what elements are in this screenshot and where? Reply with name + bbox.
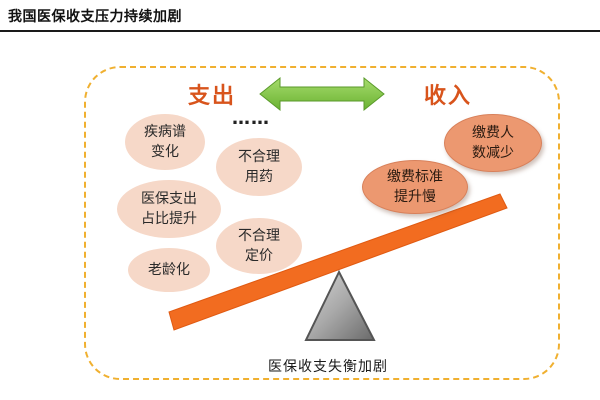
header-divider: [0, 30, 600, 32]
expense-label: 支出: [188, 83, 237, 109]
factor-bubble-expense-share: 医保支出 占比提升: [117, 180, 221, 238]
factor-bubble-slow-contribution-rise: 缴费标准 提升慢: [362, 160, 468, 214]
factor-bubble-irrational-drug-use: 不合理 用药: [216, 138, 302, 196]
factor-label: 医保支出 占比提升: [141, 191, 197, 227]
double-headed-arrow-icon: [259, 76, 385, 112]
more-factors-ellipsis: ……: [232, 108, 270, 129]
page-title: 我国医保收支压力持续加剧: [8, 9, 182, 25]
factor-bubble-irrational-pricing: 不合理 定价: [216, 218, 302, 274]
factor-label: 不合理 定价: [238, 228, 280, 264]
factor-bubble-fewer-contributors: 缴费人 数减少: [444, 114, 542, 172]
factor-label: 缴费标准 提升慢: [387, 169, 443, 205]
factor-bubble-disease-spectrum: 疾病谱 变化: [125, 114, 205, 170]
factor-label: 缴费人 数减少: [472, 125, 514, 161]
factor-label: 疾病谱 变化: [144, 124, 186, 160]
factor-label: 不合理 用药: [238, 149, 280, 185]
factor-bubble-aging: 老龄化: [128, 248, 210, 292]
diagram-frame: [84, 66, 560, 380]
factor-label: 老龄化: [148, 262, 190, 278]
diagram-caption: 医保收支失衡加剧: [268, 359, 388, 375]
income-label: 收入: [424, 83, 473, 109]
